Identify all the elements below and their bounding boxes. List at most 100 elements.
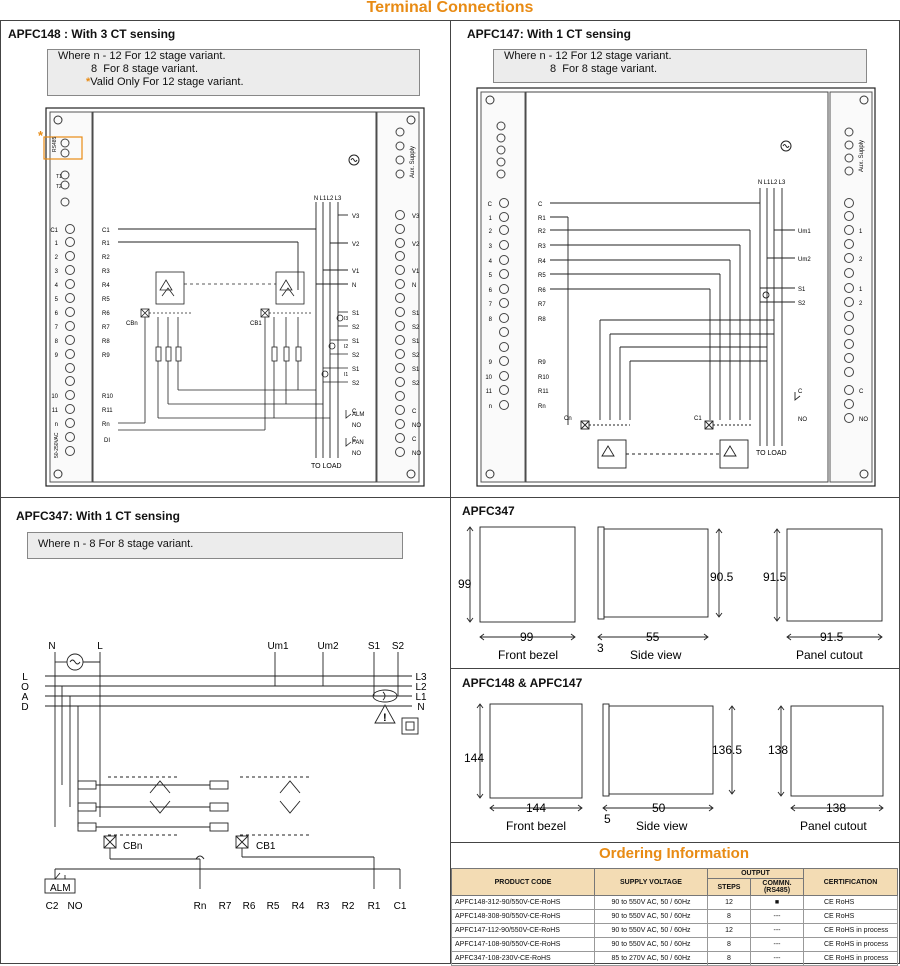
bus-label: L1 [320, 196, 327, 202]
inner-left-label: R8 [102, 339, 110, 345]
terminal-screw [844, 413, 854, 423]
terminal-screw [844, 339, 854, 349]
left-terminal-label: 3 [55, 269, 59, 275]
inner-left-label: R8 [538, 317, 546, 323]
bus-label: N [758, 180, 762, 186]
inner-left-label: R2 [538, 229, 546, 235]
right-terminal-label: 1 [859, 229, 863, 235]
right-terminal-label: V3 [412, 214, 420, 220]
terminal-screw [499, 385, 509, 395]
inner-left-label: R9 [102, 353, 110, 359]
cutout-caption: Panel cutout [800, 819, 867, 833]
terminal-screw [395, 321, 405, 331]
bus-label: L3 [335, 196, 342, 202]
cell-code: APFC147-108-90/550V-CE-RoHS [451, 937, 595, 952]
left-terminal-label: 2 [489, 229, 493, 235]
col-steps: STEPS [707, 878, 751, 896]
terminal-screw [499, 342, 509, 352]
terminal-screw [395, 307, 405, 317]
supply-label: 50-250VAC [54, 432, 60, 458]
top-label: S2 [392, 641, 405, 652]
bottom-terminal-label: C2 [46, 901, 59, 912]
cell-steps: 8 [707, 937, 751, 952]
t1-label: T1 [56, 174, 62, 180]
bottom-terminal-label: R6 [243, 901, 256, 912]
cell-code: APFC148-312-90/550V-CE-RoHS [451, 895, 595, 910]
inner-left-label: Rn [538, 404, 546, 410]
terminal-screw [499, 284, 509, 294]
right-terminal-label: 2 [859, 301, 863, 307]
front-height: 144 [464, 751, 484, 765]
terminal-screw [65, 446, 75, 456]
inner-left-label: R10 [538, 375, 550, 381]
inner-left-label: R3 [102, 269, 110, 275]
inner-right-label: S2 [352, 381, 360, 387]
cell-steps: 8 [707, 909, 751, 924]
left-terminal-label: n [55, 422, 58, 428]
cell-cert: CE RoHS [803, 909, 898, 924]
cb1-label: CB1 [256, 841, 276, 852]
inner-right-label: NO [798, 417, 807, 423]
terminal-screw [65, 349, 75, 359]
front-caption: Front bezel [506, 819, 566, 833]
terminal-screw [499, 371, 509, 381]
left-terminal-label: 6 [489, 288, 493, 294]
apfc148-dimension-drawing: 144 144 Front bezel 136.5 50 5 Side view… [464, 703, 884, 833]
side-caption: Side view [636, 819, 688, 833]
dims148-title: APFC148 & APFC147 [462, 676, 583, 690]
side-bezel: 3 [597, 641, 604, 655]
inner-left-label: R5 [538, 273, 546, 279]
inner-left-label: R5 [102, 297, 110, 303]
front-caption: Front bezel [498, 648, 558, 662]
left-terminal-label: 7 [55, 325, 59, 331]
note-line: Where n - 8 For 8 stage variant. [38, 538, 194, 550]
ct-label: I3 [344, 316, 348, 322]
inner-left-label: R3 [538, 244, 546, 250]
left-terminal-label: 10 [51, 394, 58, 400]
cell-comm: --- [750, 909, 804, 924]
inner-left-label: Rn [102, 422, 110, 428]
dims347-title: APFC347 [462, 504, 515, 518]
right-terminal-label: V2 [412, 242, 420, 248]
inner-left-label: C [538, 202, 543, 208]
apfc347-title: APFC347: With 1 CT sensing [16, 509, 180, 523]
inner-left-label: R1 [102, 241, 110, 247]
cell-cert: CE RoHS in process [803, 923, 898, 938]
cell-supply: 90 to 550V AC, 50 / 60Hz [594, 923, 708, 938]
right-terminal-label: S2 [412, 381, 420, 387]
terminal-screw [499, 198, 509, 208]
terminal-screw [395, 447, 405, 457]
inner-left-label: R7 [538, 302, 546, 308]
inner-left-label: R2 [102, 255, 110, 261]
terminal-screw [844, 239, 854, 249]
inner-right-label: S1 [352, 367, 360, 373]
top-label: Um2 [317, 641, 339, 652]
top-label: S1 [368, 641, 381, 652]
terminal-screw [499, 327, 509, 337]
left-terminal-label: 11 [52, 408, 59, 414]
inner-left-label: C1 [102, 228, 110, 234]
star-icon: * [86, 76, 91, 88]
ct-label: I2 [344, 344, 348, 350]
right-terminal-label: C [412, 437, 417, 443]
left-terminal-label: 10 [485, 375, 492, 381]
left-terminal-label: 9 [55, 353, 59, 359]
terminal-screw [844, 198, 854, 208]
cutout-width: 91.5 [820, 630, 844, 644]
terminal-screw [844, 211, 854, 221]
left-terminal-label: n [489, 404, 492, 410]
note-line: Where n - 12 For 12 stage variant. [58, 50, 226, 62]
inner-right-label: C [352, 409, 357, 415]
bus-label: L2 [771, 180, 778, 186]
apfc347-dimension-drawing: 99 99 Front bezel 90.5 55 3 Side view 91… [458, 526, 883, 662]
terminal-screw [499, 400, 509, 410]
inner-left-label: R1 [538, 216, 546, 222]
cell-supply: 90 to 550V AC, 50 / 60Hz [594, 909, 708, 924]
bottom-terminal-label: R2 [342, 901, 355, 912]
